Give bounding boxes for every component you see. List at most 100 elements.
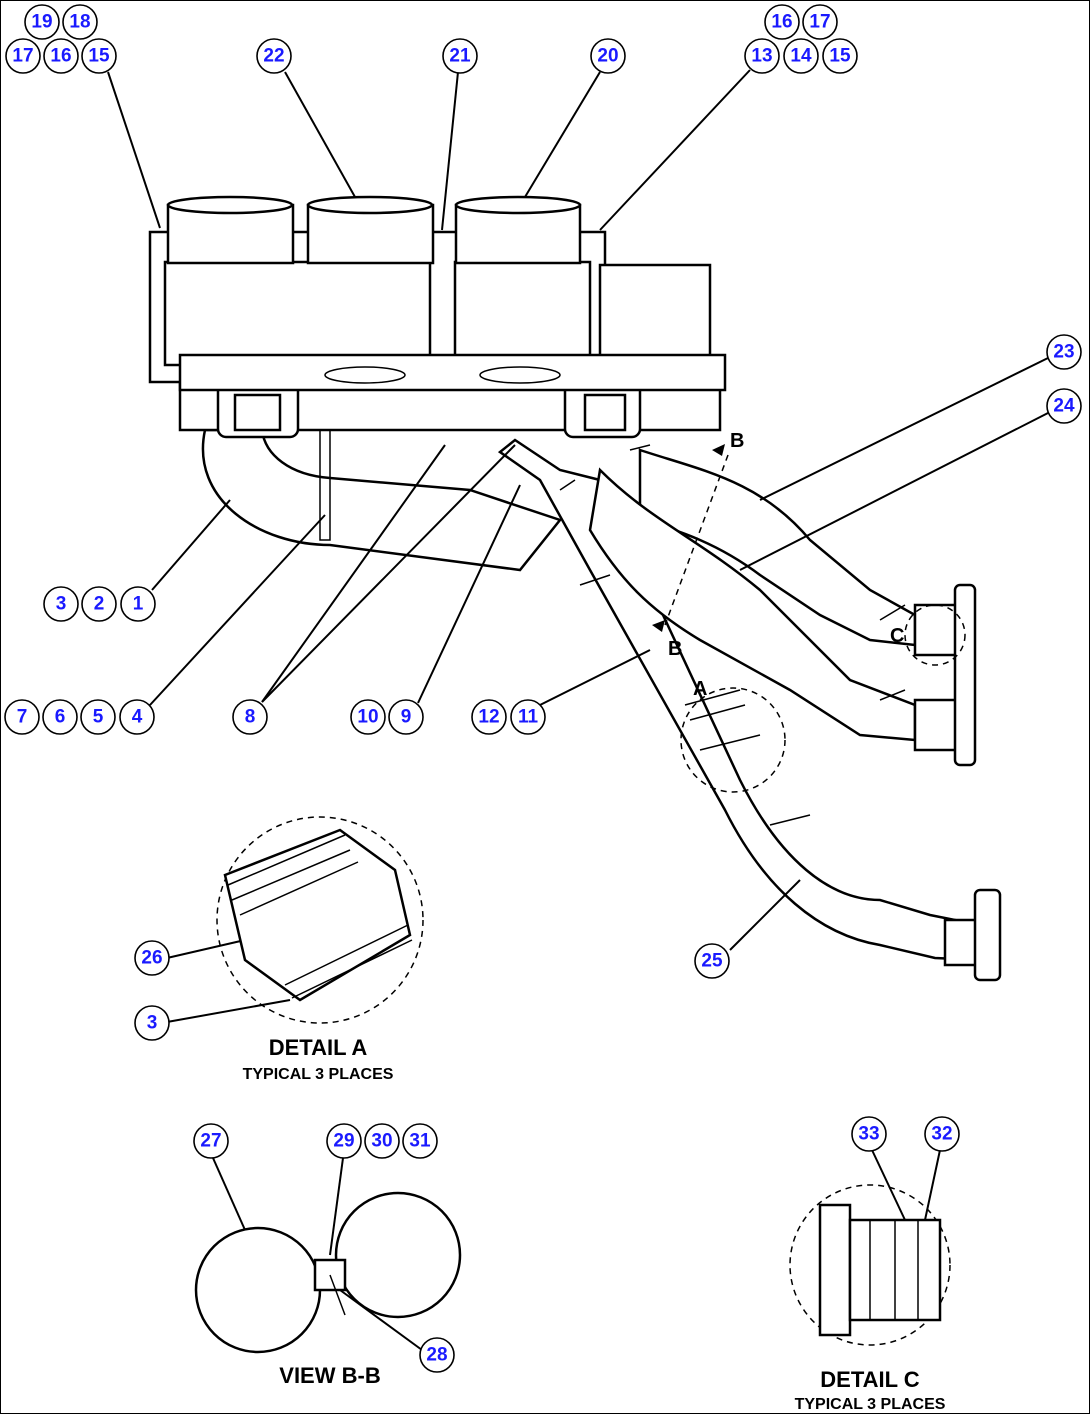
callout-bubble: 24 [1046, 388, 1082, 424]
callout-bubble: 17 [5, 38, 41, 74]
filter-canister-1 [166, 195, 295, 265]
callout-bubble: 7 [4, 699, 40, 735]
support-bracket [319, 430, 331, 541]
view-bb-title: VIEW B-B [279, 1363, 380, 1388]
clamp-bands [559, 444, 906, 826]
housing-right-box [453, 260, 592, 367]
main-assembly: B B A C [148, 195, 1002, 982]
svg-text:2: 2 [94, 594, 105, 615]
callout-bubble: 19 [24, 4, 60, 40]
flange-long [973, 888, 1002, 982]
callout-bubble: 10 [350, 699, 386, 735]
detail-c-ribs [869, 1220, 919, 1320]
view-bb-bolt [329, 1274, 346, 1316]
svg-text:3: 3 [56, 594, 67, 615]
detail-a: DETAIL A TYPICAL 3 PLACES [216, 816, 424, 1083]
svg-text:13: 13 [751, 46, 772, 67]
callout-bubble: 32 [924, 1116, 960, 1152]
callout-bubble: 22 [256, 38, 292, 74]
svg-text:9: 9 [401, 707, 412, 728]
svg-text:15: 15 [829, 46, 851, 67]
svg-text:22: 22 [263, 46, 284, 67]
filter-canister-3 [454, 195, 582, 265]
svg-text:21: 21 [449, 46, 471, 67]
callout-bubble: 8 [232, 699, 268, 735]
callout-bubble: 31 [402, 1123, 438, 1159]
svg-text:8: 8 [245, 707, 256, 728]
section-arrow-top [712, 444, 725, 456]
detail-c-title: DETAIL C [820, 1367, 920, 1392]
filter-canister-2 [306, 195, 435, 265]
callout-bubble: 29 [326, 1123, 362, 1159]
callouts: 19 18 17 16 15 22 21 20 16 17 13 14 15 2… [4, 4, 1082, 1373]
callout-bubble: 27 [193, 1123, 229, 1159]
callout-bubble: 30 [364, 1123, 400, 1159]
svg-text:30: 30 [371, 1131, 392, 1152]
callout-bubble: 3 [43, 586, 79, 622]
view-bb-bracket [313, 1258, 347, 1292]
section-letter-b-bottom: B [668, 638, 682, 660]
svg-text:14: 14 [790, 46, 812, 67]
svg-text:19: 19 [31, 12, 52, 33]
svg-text:20: 20 [597, 46, 618, 67]
mount-left-plate [233, 393, 282, 432]
svg-text:6: 6 [55, 707, 66, 728]
svg-text:33: 33 [858, 1124, 879, 1145]
view-bb-clamp-right [334, 1191, 462, 1319]
detail-c-flange [818, 1203, 852, 1337]
detail-a-clamps [227, 834, 413, 999]
coupling-lower [913, 698, 962, 752]
detail-letter-c: C [890, 625, 904, 647]
coupling-upper [913, 603, 962, 657]
callout-bubble: 13 [744, 38, 780, 74]
detail-a-hose [223, 828, 412, 1002]
svg-text:10: 10 [357, 707, 378, 728]
callout-bubble: 16 [43, 38, 79, 74]
section-letter-b-top: B [730, 430, 744, 452]
callout-bubble: 17 [802, 4, 838, 40]
callout-bubble: 28 [419, 1337, 455, 1373]
svg-text:4: 4 [132, 707, 143, 728]
callout-bubble: 23 [1046, 334, 1082, 370]
view-bb: VIEW B-B [194, 1191, 462, 1388]
svg-text:28: 28 [426, 1345, 447, 1366]
callout-bubble: 1 [120, 586, 156, 622]
view-bb-clamp-left [194, 1226, 322, 1354]
svg-text:16: 16 [771, 12, 792, 33]
svg-text:7: 7 [17, 707, 28, 728]
callout-bubble: 33 [851, 1116, 887, 1152]
section-arrow-bottom [652, 620, 665, 632]
svg-text:27: 27 [200, 1131, 221, 1152]
damper-right [479, 366, 561, 384]
callout-bubble: 11 [510, 699, 546, 735]
detail-c-marker [904, 604, 966, 666]
svg-text:12: 12 [478, 707, 499, 728]
svg-text:17: 17 [809, 12, 830, 33]
svg-text:17: 17 [12, 46, 33, 67]
leader-lines [107, 69, 1049, 1351]
svg-text:25: 25 [701, 951, 723, 972]
svg-text:29: 29 [333, 1131, 354, 1152]
detail-c-subtitle: TYPICAL 3 PLACES [795, 1396, 946, 1413]
callout-bubble: 15 [822, 38, 858, 74]
section-line-bb [664, 454, 729, 626]
svg-text:3: 3 [147, 1013, 158, 1034]
mount-right-plate [583, 393, 627, 432]
svg-text:31: 31 [409, 1131, 431, 1152]
callout-bubble: 26 [134, 940, 170, 976]
detail-a-subtitle: TYPICAL 3 PLACES [243, 1066, 394, 1083]
svg-text:18: 18 [69, 12, 90, 33]
svg-text:26: 26 [141, 948, 162, 969]
detail-a-marker [680, 687, 786, 793]
callout-bubble: 20 [590, 38, 626, 74]
manifold-flange [953, 583, 977, 767]
detail-a-title: DETAIL A [269, 1035, 368, 1060]
detail-c: DETAIL C TYPICAL 3 PLACES [789, 1184, 951, 1413]
callout-bubble: 15 [81, 38, 117, 74]
svg-text:23: 23 [1053, 342, 1074, 363]
callout-bubble: 2 [81, 586, 117, 622]
housing-left-box [163, 260, 432, 367]
callout-bubble: 18 [62, 4, 98, 40]
svg-text:32: 32 [931, 1124, 952, 1145]
